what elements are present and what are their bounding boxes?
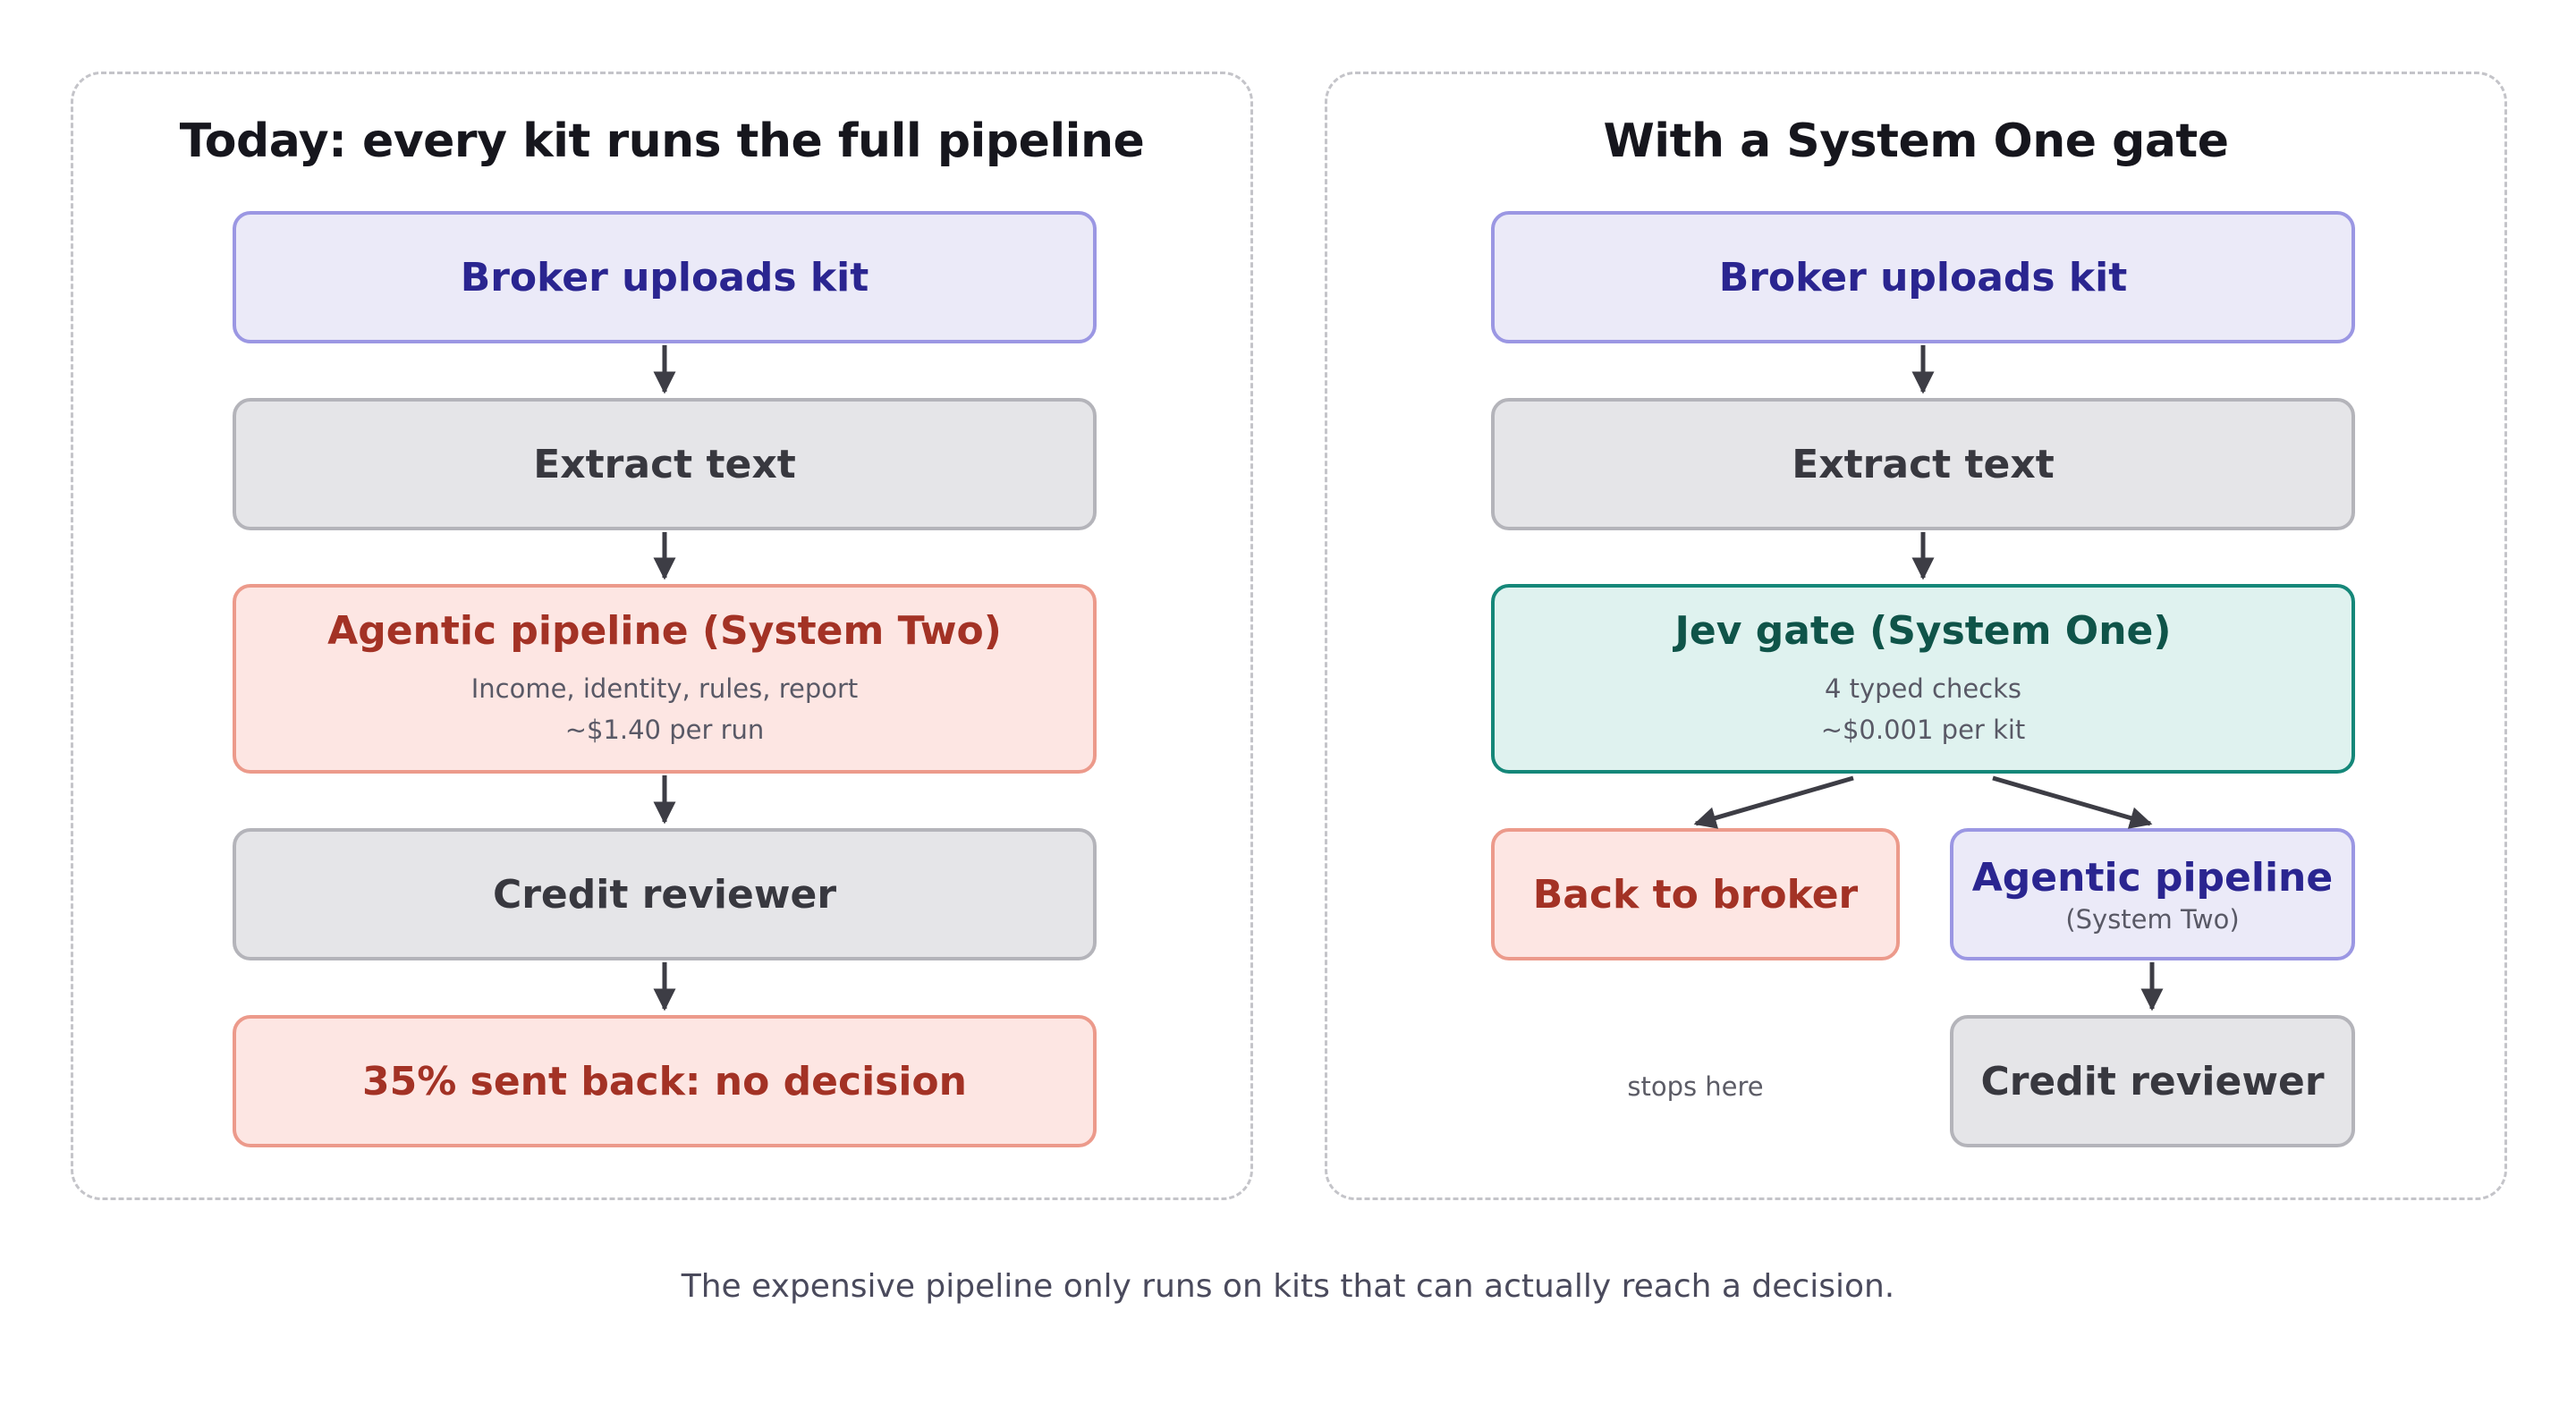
back-to-broker-node: Back to broker <box>1491 828 1900 960</box>
caption: The expensive pipeline only runs on kits… <box>681 1268 1895 1305</box>
arrow-gate-agentic <box>1992 775 2153 829</box>
left-agentic-detail: Income, identity, rules, report <box>470 673 859 704</box>
right-extract-node: Extract text <box>1491 398 2355 530</box>
left-panel-title: Today: every kit runs the full pipeline <box>179 114 1145 168</box>
left-outcome-node: 35% sent back: no decision <box>233 1015 1097 1147</box>
left-panel <box>71 72 1253 1200</box>
left-reviewer-node: Credit reviewer <box>233 828 1097 960</box>
stops-here-note: stops here <box>1627 1071 1764 1102</box>
arrow-gate-back <box>1693 775 1854 829</box>
back-to-broker-label: Back to broker <box>1532 871 1859 918</box>
right-agentic-node: Agentic pipeline (System Two) <box>1950 828 2355 960</box>
left-outcome-label: 35% sent back: no decision <box>362 1058 967 1104</box>
gate-cost: ~$0.001 per kit <box>1820 714 2026 745</box>
left-extract-label: Extract text <box>533 441 796 487</box>
left-extract-node: Extract text <box>233 398 1097 530</box>
left-reviewer-label: Credit reviewer <box>492 871 837 918</box>
gate-node: Jev gate (System One) 4 typed checks ~$0… <box>1491 584 2355 774</box>
gate-detail: 4 typed checks <box>1824 673 2022 704</box>
right-agentic-sub: (System Two) <box>2065 903 2240 935</box>
left-upload-label: Broker uploads kit <box>460 254 869 300</box>
right-agentic-label: Agentic pipeline <box>1971 854 2334 901</box>
right-panel-title: With a System One gate <box>1603 114 2229 168</box>
left-agentic-label: Agentic pipeline (System Two) <box>327 607 1002 654</box>
right-extract-label: Extract text <box>1792 441 2055 487</box>
gate-label: Jev gate (System One) <box>1674 607 2172 654</box>
left-agentic-node: Agentic pipeline (System Two) Income, id… <box>233 584 1097 774</box>
right-reviewer-label: Credit reviewer <box>1980 1058 2325 1104</box>
left-agentic-cost: ~$1.40 per run <box>564 714 765 745</box>
right-upload-node: Broker uploads kit <box>1491 211 2355 343</box>
right-reviewer-node: Credit reviewer <box>1950 1015 2355 1147</box>
right-panel <box>1325 72 2507 1200</box>
left-upload-node: Broker uploads kit <box>233 211 1097 343</box>
right-upload-label: Broker uploads kit <box>1718 254 2128 300</box>
